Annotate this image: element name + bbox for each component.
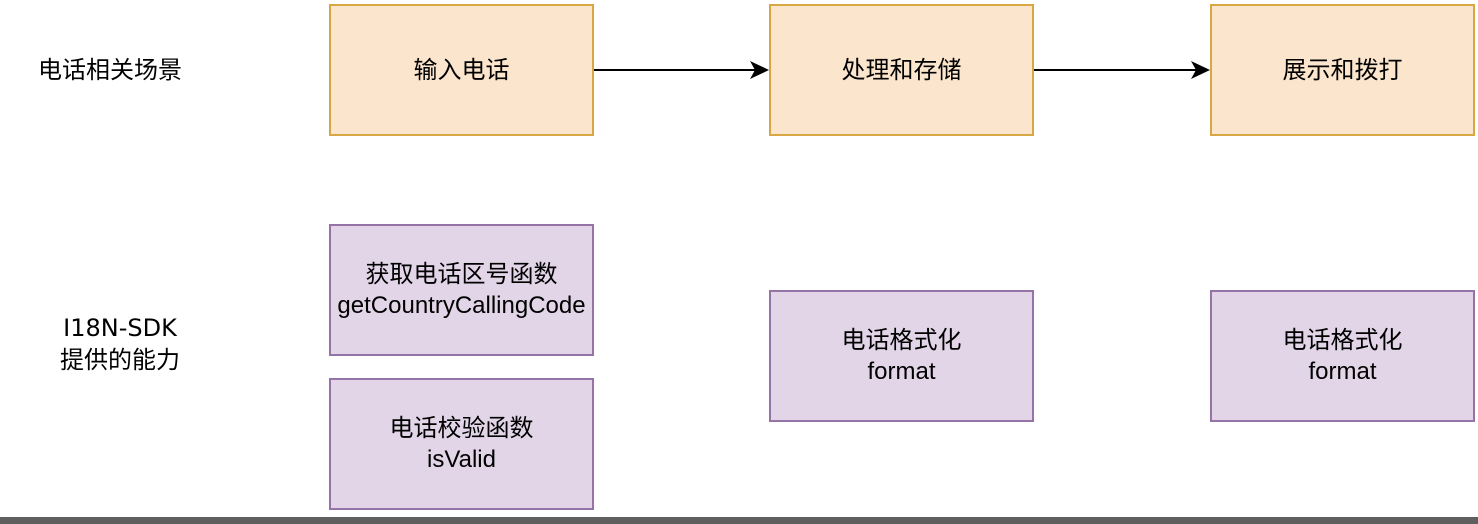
row-label-sdk-line2: 提供的能力 (60, 346, 180, 374)
step-input-phone[interactable]: 输入电话 (329, 4, 594, 136)
arrowhead-input-to-process (750, 61, 769, 79)
row-label-scenario: 电话相关场景 (38, 56, 182, 84)
step-process-store-label: 处理和存储 (841, 56, 962, 84)
capability-format-process-func: format (867, 358, 936, 385)
capability-is-valid-func: isValid (427, 446, 496, 473)
capability-is-valid[interactable]: 电话校验函数 isValid (329, 378, 594, 510)
capability-is-valid-title: 电话校验函数 (389, 414, 534, 442)
row-label-sdk-line1: I18N-SDK (63, 314, 177, 342)
step-process-store[interactable]: 处理和存储 (769, 4, 1034, 136)
step-display-dial[interactable]: 展示和拨打 (1210, 4, 1475, 136)
capability-format-display-func: format (1308, 358, 1377, 385)
step-input-phone-label: 输入电话 (413, 56, 510, 84)
arrowhead-process-to-display (1191, 61, 1210, 79)
step-display-dial-label: 展示和拨打 (1282, 56, 1403, 84)
capability-format-display-title: 电话格式化 (1282, 326, 1403, 354)
row-label-sdk: I18N-SDK 提供的能力 (40, 312, 200, 376)
bottom-bar (0, 517, 1478, 524)
capability-get-calling-code-func: getCountryCallingCode (337, 292, 586, 319)
capability-format-process[interactable]: 电话格式化 format (769, 290, 1034, 422)
capability-format-process-title: 电话格式化 (841, 326, 962, 354)
capability-format-display[interactable]: 电话格式化 format (1210, 290, 1475, 422)
capability-get-calling-code[interactable]: 获取电话区号函数 getCountryCallingCode (329, 224, 594, 356)
capability-get-calling-code-title: 获取电话区号函数 (365, 260, 558, 288)
